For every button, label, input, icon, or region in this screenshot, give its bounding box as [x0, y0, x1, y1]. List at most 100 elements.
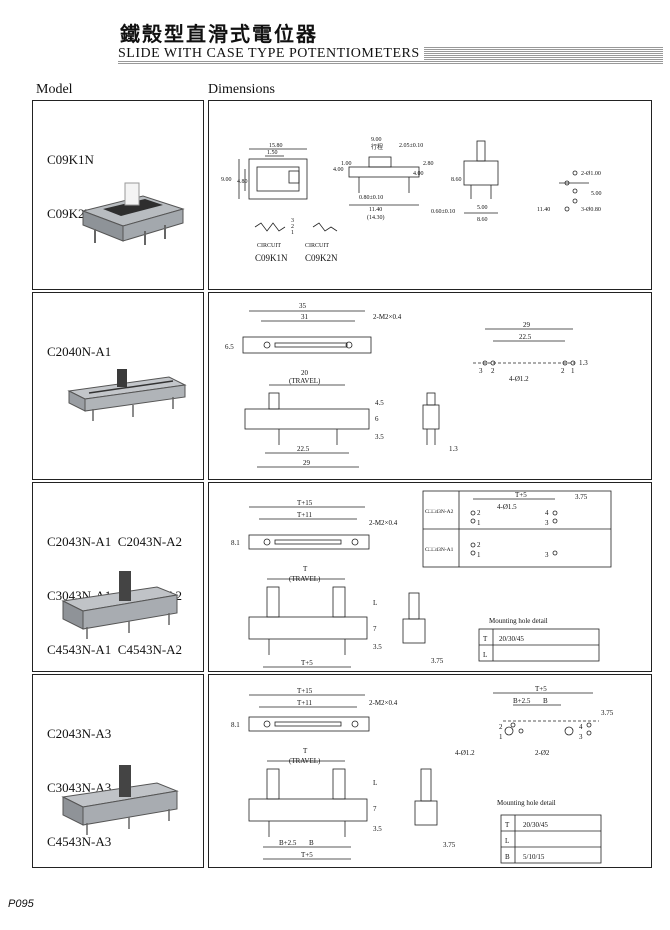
- dim-label: 4-Ø1.2: [509, 375, 529, 383]
- dim-label: 8.1: [231, 539, 240, 547]
- dim-label: T+11: [297, 511, 312, 519]
- dim-label: 22.5: [297, 445, 310, 453]
- page-title-chinese: 鐵殼型直滑式電位器: [120, 22, 318, 46]
- dim-label: 22.5: [519, 333, 532, 341]
- dim-label: (TRAVEL): [289, 575, 321, 583]
- model-list: C09K1N C09K2N: [47, 115, 94, 259]
- dim-label: 8.1: [231, 721, 240, 729]
- dim-label: 4.00: [333, 167, 344, 173]
- dim-label: (14.30): [367, 214, 385, 221]
- variant-label: C□□43N-A2: [425, 509, 454, 515]
- dim-label: 9.00: [221, 177, 232, 183]
- dimension-cell-row4: T+15 T+11 2-M2×0.4 8.1 T (TRAVEL) L 7 3.…: [208, 674, 652, 868]
- pin-label: 1: [571, 367, 575, 375]
- pin-label: 1: [499, 733, 503, 741]
- table-value: 20/30/45: [499, 635, 524, 643]
- pin-label: 1: [477, 519, 481, 527]
- title-en-text: SLIDE WITH CASE TYPE POTENTIOMETERS: [118, 46, 424, 61]
- pin-label: 3: [479, 367, 483, 375]
- circuit-label: CIRCUIT: [305, 243, 329, 249]
- model-name: C2043N-A3: [47, 726, 112, 741]
- dim-label: 5.00: [477, 205, 488, 211]
- product-photo-row3: [61, 571, 179, 639]
- pin-label: 1: [291, 230, 294, 236]
- dim-label: 11.40: [369, 207, 382, 213]
- dim-label: T: [303, 747, 308, 755]
- table-key: T: [483, 635, 488, 643]
- dim-label: 7: [373, 805, 377, 813]
- dim-label: 29: [523, 321, 531, 329]
- dim-label: 2-Ø1.00: [581, 171, 601, 177]
- table-value: 5/10/15: [523, 853, 545, 861]
- dim-label: 0.80±0.10: [359, 195, 383, 201]
- dim-label: 6.5: [225, 343, 234, 351]
- dim-label: (TRAVEL): [289, 377, 321, 385]
- dim-label: 3.75: [431, 657, 444, 665]
- product-photo-row4: [61, 765, 179, 835]
- dim-label: 9.00: [371, 137, 382, 143]
- dim-label: 35: [299, 302, 307, 310]
- dim-label: T: [303, 565, 308, 573]
- pin-label: 2: [491, 367, 495, 375]
- dim-label: 15.80: [269, 143, 283, 149]
- pin-label: 2: [291, 224, 294, 230]
- dim-label: 4.80: [237, 179, 248, 185]
- dim-label: 4-Ø1.5: [497, 503, 517, 511]
- table-value: 20/30/45: [523, 821, 548, 829]
- circuit-model-label: C09K2N: [305, 253, 338, 263]
- dim-label: 3.75: [601, 709, 614, 717]
- model-name: C3043N-A3: [47, 780, 112, 795]
- pin-label: 2: [561, 367, 565, 375]
- dim-label: 行程: [371, 143, 383, 151]
- dim-label: 8.60: [477, 217, 488, 223]
- table-key: L: [483, 651, 487, 659]
- circuit-label: CIRCUIT: [257, 243, 281, 249]
- dim-label: 5.00: [591, 191, 602, 197]
- model-name: C09K2N: [47, 206, 94, 221]
- dim-label: 3-Ø0.80: [581, 207, 601, 213]
- dim-label: B: [543, 697, 548, 705]
- dim-label: 2-M2×0.4: [369, 699, 398, 707]
- dim-label: 1.00: [341, 161, 352, 167]
- model-list: C2040N-A1: [47, 307, 111, 397]
- dim-label: 0.60±0.10: [431, 209, 455, 215]
- table-key: T: [505, 821, 510, 829]
- model-name: C2040N-A1: [47, 344, 112, 359]
- pin-label: 2: [477, 541, 481, 549]
- dim-label: T+5: [301, 659, 313, 667]
- model-cell-row1: C09K1N C09K2N: [32, 100, 204, 290]
- dim-label: T+5: [535, 685, 547, 693]
- dim-label: B+2.5: [513, 697, 531, 705]
- dim-label: 3.5: [373, 825, 382, 833]
- variant-label: C□□43N-A1: [425, 547, 454, 553]
- dim-label: 6: [375, 415, 379, 423]
- dimension-cell-row1: 15.80 1.50 9.00 4.80 9.00 行程 2.05±0.10 4…: [208, 100, 652, 290]
- pin-label: 3: [579, 733, 583, 741]
- dimension-drawing-row1: 15.80 1.50 9.00 4.80 9.00 行程 2.05±0.10 4…: [221, 137, 602, 263]
- dim-label: 4.00: [413, 171, 424, 177]
- model-name: C2043N-A1 C2043N-A2: [47, 534, 183, 549]
- circuit-model-label: C09K1N: [255, 253, 288, 263]
- model-name: C09K1N: [47, 152, 94, 167]
- product-photo-row2: [67, 369, 187, 421]
- dim-label: 1.3: [449, 445, 458, 453]
- dim-label: 3.75: [443, 841, 456, 849]
- pin-label: 4: [579, 723, 583, 731]
- page-number: P095: [8, 898, 34, 910]
- dim-label: 8.60: [451, 177, 462, 183]
- dim-label: 31: [301, 313, 309, 321]
- dim-label: 29: [303, 459, 311, 467]
- dim-label: 2-M2×0.4: [373, 313, 402, 321]
- mounting-detail-title: Mounting hole detail: [489, 617, 548, 625]
- dim-label: 2.80: [423, 161, 434, 167]
- pin-label: 3: [291, 218, 294, 224]
- dim-label: 2-Ø2: [535, 749, 550, 757]
- dimension-drawing-row2: 35 31 2-M2×0.4 6.5 20 (TRAVEL) 4.5 6 3.5…: [225, 302, 588, 468]
- dim-label: B+2.5: [279, 839, 297, 847]
- pin-label: 3: [545, 519, 549, 527]
- page-title-english: SLIDE WITH CASE TYPE POTENTIOMETERS: [118, 46, 663, 64]
- dim-label: T+15: [297, 499, 313, 507]
- dim-label: B: [309, 839, 314, 847]
- pin-label: 3: [545, 551, 549, 559]
- model-name: C4543N-A1 C4543N-A2: [47, 642, 183, 657]
